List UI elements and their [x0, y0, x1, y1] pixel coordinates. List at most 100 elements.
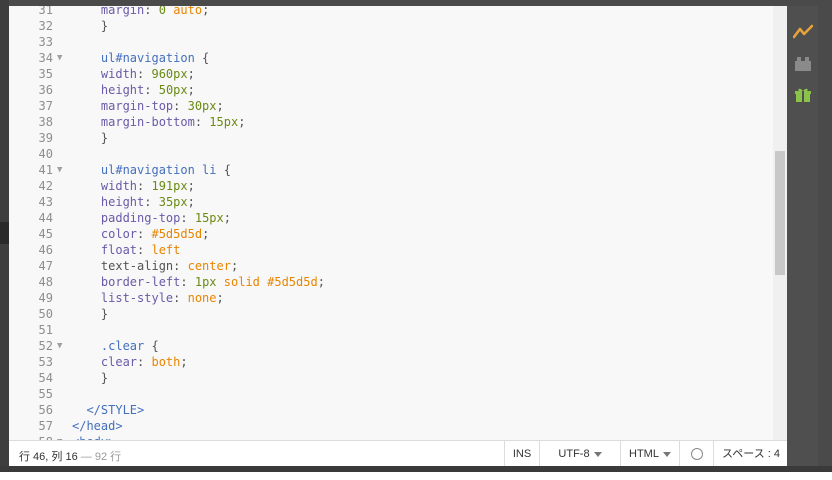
fold-triangle-icon[interactable]: ▼ [57, 53, 63, 63]
code-text: margin-bottom: 15px; [72, 114, 246, 130]
code-line[interactable]: 46 float: left [9, 242, 773, 258]
cursor-position[interactable]: 行 46, 列 16 — 92 行 [19, 448, 121, 464]
code-token [72, 211, 101, 225]
encoding-dropdown[interactable]: UTF-8 [539, 441, 620, 467]
code-token: solid [223, 275, 260, 289]
code-token: ; [238, 115, 246, 129]
code-token: ul#navigation li [100, 163, 217, 177]
code-line[interactable]: 51 [9, 322, 773, 338]
code-token [72, 339, 101, 353]
line-number: 58 [9, 434, 53, 440]
code-token: ; [216, 99, 224, 113]
code-token [72, 403, 86, 417]
line-number: 47 [38, 259, 53, 273]
code-token: 30px [187, 99, 217, 113]
code-token: ; [187, 83, 195, 97]
code-line[interactable]: 55 [9, 386, 773, 402]
code-line[interactable]: 35 width: 960px; [9, 66, 773, 82]
lightning-icon[interactable] [792, 24, 814, 40]
code-text: } [72, 306, 108, 322]
code-token: padding-top [100, 211, 181, 225]
code-line[interactable]: 41▼ ul#navigation li { [9, 162, 773, 178]
code-token [72, 67, 101, 81]
code-line[interactable]: 36 height: 50px; [9, 82, 773, 98]
code-token: ; [216, 291, 224, 305]
code-line[interactable]: 57 </head> [9, 418, 773, 434]
code-line[interactable]: 44 padding-top: 15px; [9, 210, 773, 226]
code-line[interactable]: 33 [9, 34, 773, 50]
code-line[interactable]: 34▼ ul#navigation { [9, 50, 773, 66]
code-token: ; [187, 67, 195, 81]
code-token: ; [317, 275, 325, 289]
line-number: 50 [38, 307, 53, 321]
fold-triangle-icon[interactable]: ▼ [57, 434, 67, 440]
code-token: } [72, 307, 109, 321]
cursor-position-text: 行 46, 列 16 [19, 451, 78, 463]
code-line[interactable]: 53 clear: both; [9, 354, 773, 370]
code-text: </head> [72, 418, 123, 434]
code-line[interactable]: 42 width: 191px; [9, 178, 773, 194]
code-line[interactable]: 50 } [9, 306, 773, 322]
code-line[interactable]: 45 color: #5d5d5d; [9, 226, 773, 242]
code-token [72, 163, 101, 177]
code-line[interactable]: 38 margin-bottom: 15px; [9, 114, 773, 130]
code-token: : [137, 355, 152, 369]
code-token: : [137, 179, 152, 193]
line-number: 31 [38, 6, 53, 17]
code-token: { [194, 51, 210, 65]
lego-brick-icon[interactable] [793, 56, 813, 72]
code-token [72, 195, 101, 209]
code-line[interactable]: 40 [9, 146, 773, 162]
fold-triangle-icon[interactable]: ▼ [57, 165, 63, 175]
code-token [72, 179, 101, 193]
code-token: : [173, 259, 188, 273]
code-text: .clear { [72, 338, 159, 354]
code-token [72, 227, 101, 241]
code-line[interactable]: 31 margin: 0 auto; [9, 6, 773, 18]
indent-setting[interactable]: スペース : 4 [713, 441, 788, 467]
code-line[interactable]: 58▼<body> [9, 434, 773, 440]
lint-status[interactable] [679, 441, 713, 467]
code-line[interactable]: 49 list-style: none; [9, 290, 773, 306]
code-token: 35px [158, 195, 188, 209]
language-dropdown[interactable]: HTML [620, 441, 679, 467]
line-number: 57 [38, 419, 53, 433]
code-line[interactable]: 43 height: 35px; [9, 194, 773, 210]
code-text: </STYLE> [72, 402, 144, 418]
code-line[interactable]: 39 } [9, 130, 773, 146]
code-token: } [72, 19, 109, 33]
line-number: 53 [38, 355, 53, 369]
code-token: } [72, 371, 109, 385]
code-line[interactable]: 56 </STYLE> [9, 402, 773, 418]
code-line[interactable]: 52▼ .clear { [9, 338, 773, 354]
line-number: 38 [38, 115, 53, 129]
indent-label: スペース : 4 [722, 448, 780, 460]
insert-mode-toggle[interactable]: INS [504, 441, 539, 467]
code-token: 1px [194, 275, 217, 289]
code-token: : [173, 291, 188, 305]
line-number: 41 [38, 163, 53, 177]
code-token: list-style [100, 291, 174, 305]
gift-icon[interactable] [793, 87, 813, 103]
code-token: width [100, 67, 138, 81]
line-number: 45 [38, 227, 53, 241]
scrollbar-thumb[interactable] [775, 151, 785, 275]
code-token: ; [187, 179, 195, 193]
code-token: 50px [158, 83, 188, 97]
vertical-scrollbar[interactable] [773, 6, 787, 440]
fold-triangle-icon[interactable]: ▼ [57, 341, 63, 351]
code-token: width [100, 179, 138, 193]
code-line[interactable]: 54 } [9, 370, 773, 386]
code-line[interactable]: 32 } [9, 18, 773, 34]
code-line[interactable]: 48 border-left: 1px solid #5d5d5d; [9, 274, 773, 290]
code-token: margin [100, 6, 145, 17]
code-line[interactable]: 47 text-align: center; [9, 258, 773, 274]
code-line[interactable]: 37 margin-top: 30px; [9, 98, 773, 114]
code-token: 15px [194, 211, 224, 225]
code-text: ul#navigation { [72, 50, 209, 66]
code-token: : [180, 275, 195, 289]
code-text: width: 960px; [72, 66, 195, 82]
code-token: clear [100, 355, 138, 369]
code-token: center [187, 259, 231, 273]
